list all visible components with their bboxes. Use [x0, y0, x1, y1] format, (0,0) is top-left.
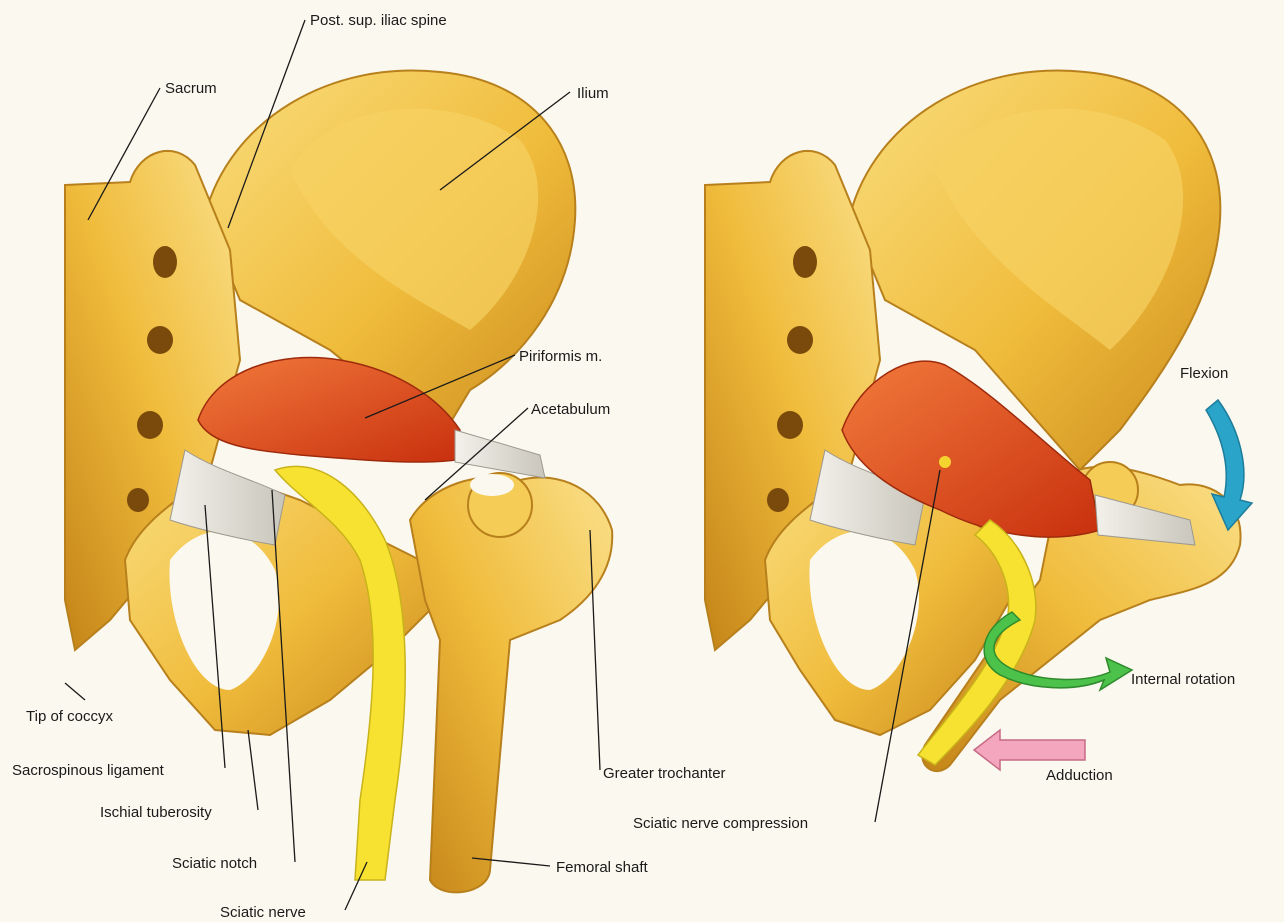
- acetabulum-socket: [470, 474, 514, 496]
- sacral-foramen: [127, 488, 149, 512]
- sacral-foramen: [153, 246, 177, 278]
- label-femoral-shaft: Femoral shaft: [556, 859, 649, 876]
- label-internal-rotation: Internal rotation: [1131, 671, 1235, 688]
- label-acetabulum: Acetabulum: [531, 401, 610, 418]
- label-sacrum: Sacrum: [165, 80, 217, 97]
- adduction-arrow-icon: [974, 730, 1085, 770]
- label-tip-of-coccyx: Tip of coccyx: [26, 708, 113, 725]
- label-sciatic-nerve: Sciatic nerve: [220, 904, 306, 921]
- right-panel: Flexion Internal rotation Adduction Scia…: [633, 70, 1252, 832]
- label-post-sup-iliac-spine: Post. sup. iliac spine: [310, 12, 447, 29]
- sacral-foramen: [767, 488, 789, 512]
- sacral-foramen: [777, 411, 803, 439]
- label-sciatic-notch: Sciatic notch: [172, 855, 257, 872]
- compression-point: [939, 456, 951, 468]
- label-ischial-tuberosity: Ischial tuberosity: [100, 804, 212, 821]
- label-adduction: Adduction: [1046, 767, 1113, 784]
- piriformis-tendon: [455, 430, 545, 478]
- sacral-foramen: [793, 246, 817, 278]
- femur-bone: [410, 477, 612, 892]
- sacral-foramen: [787, 326, 813, 354]
- label-sacrospinous-ligament: Sacrospinous ligament: [12, 762, 165, 779]
- label-piriformis: Piriformis m.: [519, 348, 602, 365]
- sacral-foramen: [147, 326, 173, 354]
- leader-tip-of-coccyx: [65, 683, 85, 700]
- sacral-foramen: [137, 411, 163, 439]
- label-sciatic-nerve-compression: Sciatic nerve compression: [633, 815, 808, 832]
- label-ilium: Ilium: [577, 85, 609, 102]
- left-panel: Post. sup. iliac spine Sacrum Ilium Piri…: [12, 12, 726, 921]
- leader-ischial-tuberosity: [248, 730, 258, 810]
- label-flexion: Flexion: [1180, 365, 1228, 382]
- label-greater-trochanter: Greater trochanter: [603, 765, 726, 782]
